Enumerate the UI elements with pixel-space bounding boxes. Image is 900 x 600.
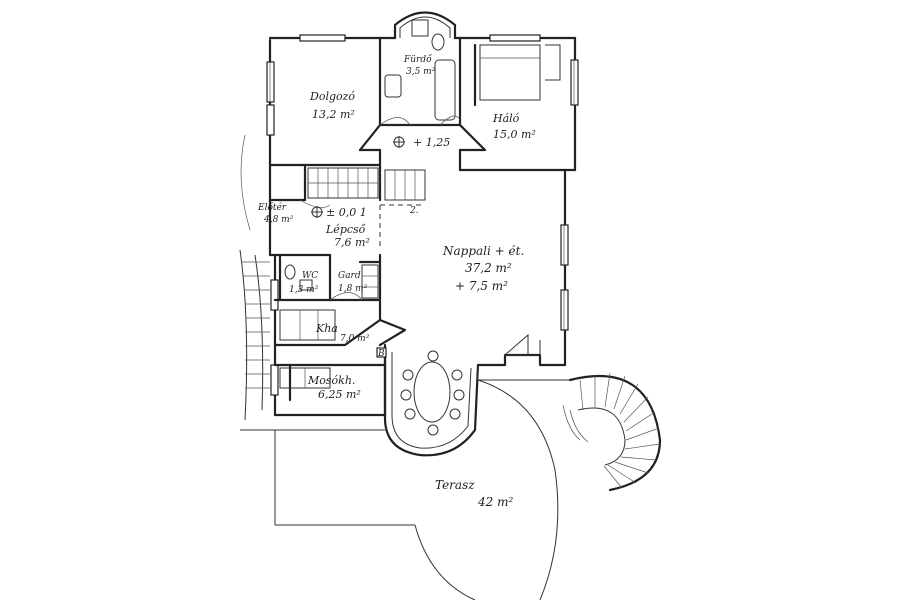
mosokonyha-area: 6,25 m² [318, 388, 361, 401]
dining-chair [427, 350, 439, 362]
wc-area: 1,3 m² [289, 285, 319, 295]
nappali-area: 37,2 m² [465, 261, 512, 275]
gard-area: 1,8 m² [338, 284, 368, 294]
interior-stair [307, 167, 426, 250]
dining-table [413, 361, 451, 423]
lepcso-area: 7,6 m² [334, 236, 370, 249]
furdo-area: 3,5 m² [406, 67, 436, 77]
level-markers [311, 136, 405, 218]
dining-chair [449, 408, 461, 420]
konyha-area: 7,0 m² [340, 334, 370, 344]
dining-chair [451, 369, 463, 381]
konyha-name: Kha [315, 322, 338, 335]
windows [266, 34, 579, 396]
wc-name: WC [302, 271, 318, 281]
dolgozo-name: Dolgozó [309, 90, 355, 103]
room-labels: Dolgozó 13,2 m² Fürdő 3,5 m² Háló 15,0 m… [257, 54, 536, 509]
interior-walls [268, 36, 567, 417]
dining-chair [427, 424, 439, 436]
dining-chair [400, 389, 412, 401]
furdo-name: Fürdő [403, 54, 432, 65]
bathtub [434, 59, 456, 121]
door-mark: B [377, 349, 385, 359]
halo-name: Háló [492, 112, 520, 125]
entry-level: ± 0,0 1 [326, 206, 367, 219]
dining-chair [402, 369, 414, 381]
eloter-name: Előtér [257, 202, 287, 213]
halo-area: 15,0 m² [493, 128, 536, 141]
shower [411, 19, 429, 37]
bed [479, 44, 541, 101]
wc-basin [299, 279, 313, 291]
washbasin [384, 74, 402, 98]
eloter-area: 4,8 m² [263, 215, 294, 225]
spiral-stair [562, 372, 662, 492]
nappali-area-extra: + 7,5 m² [455, 279, 508, 293]
dining-bay [383, 348, 480, 457]
upper-level: + 1,25 [413, 136, 450, 149]
dining-chair [404, 408, 416, 420]
terasz-name: Terasz [435, 478, 475, 492]
bathroom-fixtures [279, 19, 561, 389]
mosokonyha-name: Mosókh. [307, 374, 355, 387]
kitchen-counter [279, 309, 336, 341]
terrace-outline [240, 365, 570, 600]
nappali-name: Nappali + ét. [442, 244, 524, 258]
wc-toilet [284, 264, 296, 280]
gard-name: Gard [338, 271, 361, 281]
lepcso-name: Lépcső [325, 223, 367, 236]
entry-stair [239, 134, 270, 421]
terasz-area: 42 m² [477, 495, 513, 509]
toilet [431, 33, 445, 51]
dining-chair [453, 389, 465, 401]
dolgozo-area: 13,2 m² [312, 108, 355, 121]
step-mark: 2. [409, 206, 419, 216]
